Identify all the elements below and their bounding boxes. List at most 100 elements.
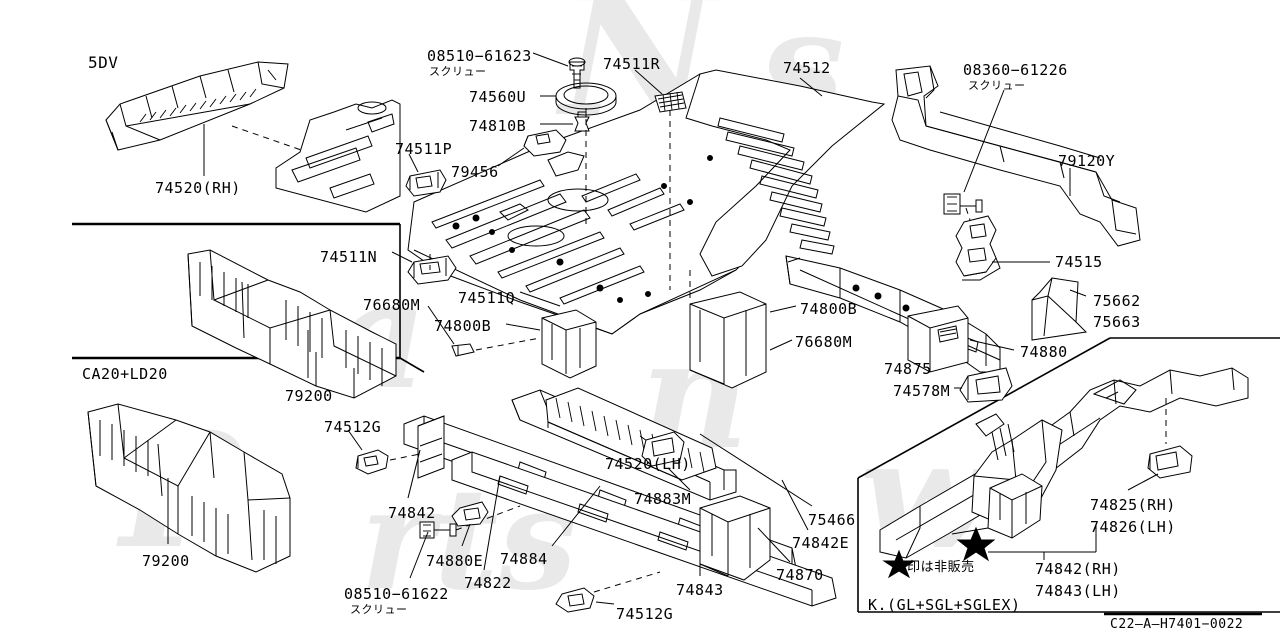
part-74515-bracket — [956, 216, 1000, 280]
part-label-74578m: 74578M — [893, 382, 951, 400]
part-label-ca20-ld20: CA20+LD20 — [82, 365, 168, 383]
leader-08510-61622 — [410, 532, 428, 578]
leader-74800B-left — [506, 324, 540, 330]
part-74825-74826-bracket — [1148, 446, 1192, 478]
part-label-74883m: 74883M — [634, 490, 692, 508]
part-label-74843: 74843 — [676, 581, 724, 599]
part-74511P-bracket — [406, 170, 446, 196]
leader-08360-61226 — [964, 90, 1004, 192]
leader-74825 — [1128, 474, 1158, 490]
dash-08510-61622 — [456, 506, 520, 530]
part-label-75663: 75663 — [1093, 313, 1141, 331]
part-label-74826-lh: 74826(LH) — [1090, 518, 1176, 536]
part-label-74810b: 74810B — [469, 117, 527, 135]
part-label-76680m: 76680M — [363, 296, 421, 314]
leader-76680M-left — [428, 306, 454, 344]
dash-76680M-left — [476, 338, 540, 350]
leader-75466 — [700, 434, 812, 506]
leader-74880E — [462, 524, 470, 546]
leader-74511Q — [520, 292, 560, 306]
part-label-08510-61622: 08510−61622 — [344, 585, 449, 603]
part-75466-bracket — [642, 432, 684, 466]
leader-74800B-center — [770, 306, 796, 312]
inset-frame-right — [858, 338, 1280, 612]
part-label-08510-61623: 08510−61623 — [427, 47, 532, 65]
part-label-c22-a-h7401-0022: C22—A—H7401−0022 — [1110, 617, 1244, 632]
part-74870-bracket — [700, 496, 770, 580]
part-label-74800b: 74800B — [434, 317, 492, 335]
part-label-75662: 75662 — [1093, 292, 1141, 310]
part-74511R-bracket — [655, 92, 686, 112]
part-74800B-left — [542, 310, 596, 378]
part-label-74512: 74512 — [783, 59, 831, 77]
part-75662-75663-wedge — [1032, 278, 1086, 340]
part-label-74512g: 74512G — [324, 418, 382, 436]
part-label-74560u: 74560U — [469, 88, 527, 106]
part-label-74884: 74884 — [500, 550, 548, 568]
part-label-74870: 74870 — [776, 566, 824, 584]
part-label-74800b: 74800B — [800, 300, 858, 318]
leader-74880 — [970, 340, 1014, 350]
part-79200-lower — [88, 404, 290, 572]
part-08510-61623-screw — [569, 58, 585, 88]
part-label-: スクリュー — [429, 65, 487, 78]
part-08510-61622-screw — [420, 522, 456, 538]
part-label-74511n: 74511N — [320, 248, 378, 266]
part-08360-61226-bolt — [944, 194, 982, 214]
star-marker-inset — [958, 528, 994, 560]
leader-74511N — [392, 252, 412, 262]
part-label-: ★印は非販売 — [895, 560, 975, 575]
part-74512-floor-pan — [408, 70, 884, 334]
star-glyph-footnote — [884, 551, 914, 577]
part-label-74520-lh: 74520(LH) — [605, 455, 691, 473]
part-79456-bracket — [524, 130, 566, 156]
part-label-79456: 79456 — [451, 163, 499, 181]
leader-74512 — [800, 78, 822, 96]
leader-74842 — [408, 450, 420, 498]
leader-74512G-lower — [596, 602, 614, 604]
part-label-74880e: 74880E — [426, 552, 484, 570]
part-label-74515: 74515 — [1055, 253, 1103, 271]
part-floor-fragment-5dv — [276, 100, 400, 212]
leader-75662 — [1070, 290, 1086, 296]
leader-74822 — [484, 476, 500, 570]
part-74842-rail — [418, 416, 444, 478]
leader-79456 — [498, 148, 524, 166]
part-label-76680m: 76680M — [795, 333, 853, 351]
part-76680M-clip-left — [452, 344, 474, 356]
part-74800B-center — [690, 292, 766, 388]
part-label-k-gl-sgl-sglex: K.(GL+SGL+SGLEX) — [868, 596, 1021, 614]
dash-74512G-lower — [594, 572, 660, 592]
part-label-74842: 74842 — [388, 504, 436, 522]
part-74511N-bracket — [408, 256, 456, 284]
part-label-74511p: 74511P — [395, 140, 453, 158]
part-label-74843-lh: 74843(LH) — [1035, 582, 1121, 600]
part-74512G-clip-lower — [556, 588, 594, 612]
part-79200-upper — [188, 250, 396, 398]
leader-74511R — [635, 70, 662, 94]
part-label-74511q: 74511Q — [458, 289, 516, 307]
part-label-74880: 74880 — [1020, 343, 1068, 361]
part-79120Y-rear-panel — [892, 66, 1140, 246]
inset-frame-assembly — [880, 368, 1248, 558]
part-label-75466: 75466 — [808, 511, 856, 529]
part-label-: スクリュー — [968, 79, 1026, 92]
part-label-74822: 74822 — [464, 574, 512, 592]
part-label-: スクリュー — [350, 603, 408, 616]
part-74578M-bracket — [960, 368, 1012, 402]
part-label-74825-rh: 74825(RH) — [1090, 496, 1176, 514]
part-label-74520-rh: 74520(RH) — [155, 179, 241, 197]
part-label-74512g: 74512G — [616, 605, 674, 623]
part-label-08360-61226: 08360−61226 — [963, 61, 1068, 79]
part-label-79200: 79200 — [285, 387, 333, 405]
part-label-74842-rh: 74842(RH) — [1035, 560, 1121, 578]
part-74520-rh — [106, 62, 288, 150]
leader-74511P — [409, 154, 418, 172]
leader-76680M-center — [770, 340, 792, 350]
part-label-5dv: 5DV — [88, 53, 119, 72]
part-74880E-clip — [452, 502, 488, 526]
part-74512G-clip-upper — [356, 450, 388, 474]
dash-74515 — [966, 208, 970, 220]
